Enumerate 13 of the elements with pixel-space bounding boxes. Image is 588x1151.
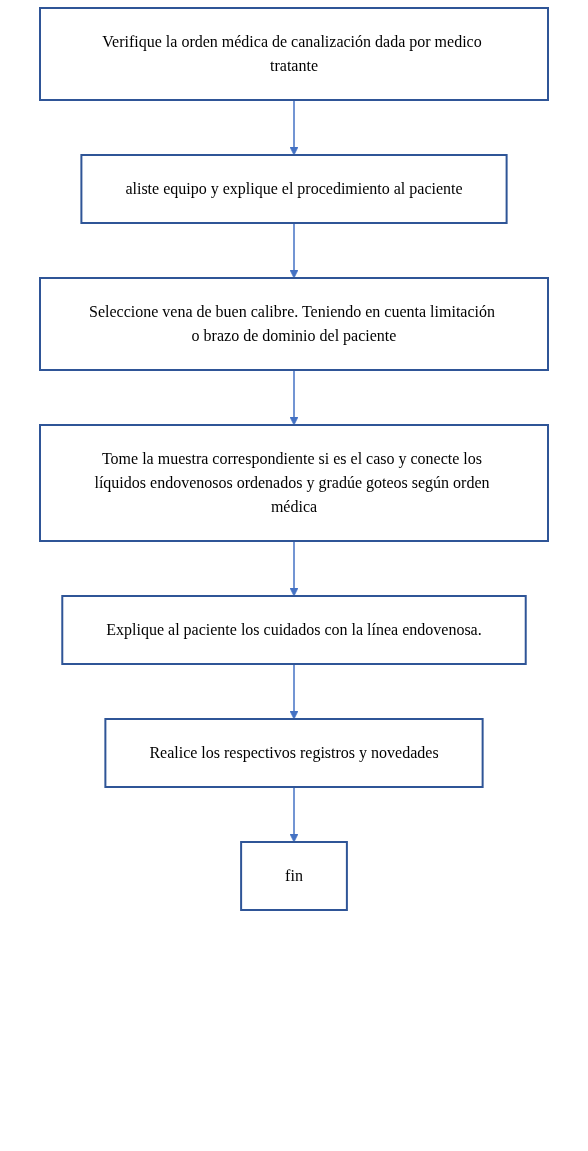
arrow <box>289 540 299 597</box>
node-box: Seleccione vena de buen calibre. Teniendo en cuenta limitación o brazo de dominio del paciente <box>39 277 549 371</box>
node-box: Tome la muestra correspondiente si es el caso y conecte los líquidos endovenosos ordenados y gradúe goteos según orden médica <box>39 424 549 542</box>
node-box: aliste equipo y explique el procedimiento al paciente <box>80 154 508 224</box>
node-box: Realice los respectivos registros y novedades <box>104 718 484 788</box>
node-box: fin <box>240 841 348 911</box>
arrow <box>289 222 299 279</box>
node-box: Explique al paciente los cuidados con la línea endovenosa. <box>61 595 527 665</box>
arrow <box>289 369 299 426</box>
arrow <box>289 663 299 720</box>
node-box: Verifique la orden médica de canalización dada por medico tratante <box>39 7 549 101</box>
arrow <box>289 786 299 843</box>
arrow <box>289 99 299 156</box>
